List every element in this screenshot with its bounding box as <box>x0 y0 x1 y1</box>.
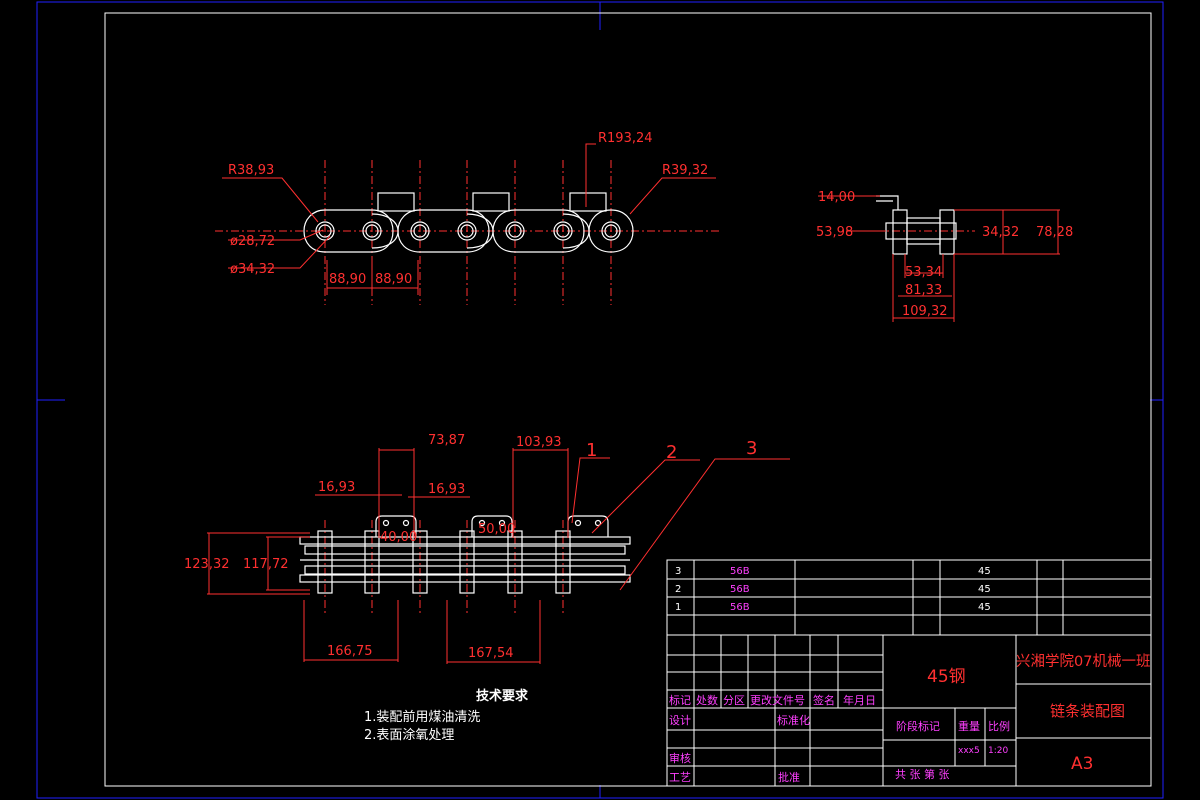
inner-frame <box>104 12 1152 787</box>
bottom-view: 73,87 103,93 16,93 16,93 40,00 50,00 123… <box>184 433 790 664</box>
sheet-size: A3 <box>1071 754 1093 774</box>
dim-r38-93: R38,93 <box>228 163 274 178</box>
label-pizhun: 批准 <box>778 770 800 784</box>
dim-14-00: 14,00 <box>818 190 855 205</box>
label-qianming: 签名 <box>813 693 835 707</box>
dim-103-93: 103,93 <box>516 435 562 450</box>
part-3-material: 45 <box>978 566 991 577</box>
dim-53-98: 53,98 <box>816 225 853 240</box>
material-cell: 45钢 <box>927 667 966 687</box>
label-zhongliang: 重量 <box>958 719 980 733</box>
tech-req-item-1: 1.装配前用煤油清洗 <box>364 710 481 725</box>
label-fenqu: 分区 <box>723 694 745 707</box>
dim-r193-24: R193,24 <box>598 131 653 146</box>
scale-value: 1:20 <box>988 746 1008 756</box>
parts-list <box>666 559 1152 636</box>
tech-req-title: 技术要求 <box>476 689 529 704</box>
part-1-material: 45 <box>978 602 991 613</box>
dim-50-00: 50,00 <box>478 522 515 537</box>
label-biaoji: 标记 <box>669 693 691 707</box>
top-view: R38,93 R193,24 R39,32 ø28,72 ø34,32 88,9… <box>215 131 720 305</box>
label-bili: 比例 <box>988 719 1010 733</box>
weight-value: xxx5 <box>958 746 980 756</box>
dim-53-34: 53,34 <box>905 265 942 280</box>
part-1-no: 1 <box>675 602 681 613</box>
part-1-code: 56B <box>730 602 750 613</box>
label-jieduan: 阶段标记 <box>896 719 940 733</box>
part-3-no: 3 <box>675 566 681 577</box>
dim-40-00: 40,00 <box>380 530 417 545</box>
dim-166-75: 166,75 <box>327 644 373 659</box>
balloon-2: 2 <box>666 442 677 463</box>
dim-73-87: 73,87 <box>428 433 465 448</box>
label-shenhe: 审核 <box>669 751 691 765</box>
dim-16-93-b: 16,93 <box>428 482 465 497</box>
label-chushu: 处数 <box>696 694 718 707</box>
dim-r39-32: R39,32 <box>662 163 708 178</box>
title-block-grid <box>666 634 1152 787</box>
dim-81-33: 81,33 <box>905 283 942 298</box>
title-block-text: 45钢 兴湘学院07机械一班 链条装配图 A3 标记 处数 分区 更改文件号 签… <box>669 653 1150 784</box>
balloon-1: 1 <box>586 440 597 461</box>
dim-pitch-1: 88,90 <box>329 272 366 287</box>
dim-16-93-a: 16,93 <box>318 480 355 495</box>
label-nianyueri: 年月日 <box>843 693 876 707</box>
parts-rows: 3 56B 45 2 56B 45 1 56B 45 <box>675 566 991 613</box>
dim-pitch-2: 88,90 <box>375 272 412 287</box>
label-gengai: 更改文件号 <box>750 693 805 707</box>
dim-167-54: 167,54 <box>468 646 514 661</box>
part-2-code: 56B <box>730 584 750 595</box>
balloon-3: 3 <box>746 438 757 459</box>
drawing-name: 链条装配图 <box>1050 702 1125 720</box>
side-view: 14,00 53,98 34,32 78,28 53,34 81,33 109,… <box>816 190 1073 322</box>
school-name: 兴湘学院07机械一班 <box>1016 653 1150 670</box>
tech-req-item-2: 2.表面涂氧处理 <box>364 728 455 743</box>
label-biaozhunhua: 标准化 <box>777 713 810 727</box>
dim-117-72: 117,72 <box>243 557 289 572</box>
part-2-material: 45 <box>978 584 991 595</box>
dim-78-28: 78,28 <box>1036 225 1073 240</box>
part-3-code: 56B <box>730 566 750 577</box>
label-sheji: 设计 <box>669 714 691 727</box>
dim-phi34-32: ø34,32 <box>230 262 275 277</box>
label-gongyi: 工艺 <box>669 771 691 784</box>
dim-34-32: 34,32 <box>982 225 1019 240</box>
part-2-no: 2 <box>675 584 681 595</box>
dim-123-32: 123,32 <box>184 557 230 572</box>
dim-phi28-72: ø28,72 <box>230 234 275 249</box>
sheet-info: 共 张 第 张 <box>895 767 950 781</box>
dim-109-32: 109,32 <box>902 304 948 319</box>
outer-frame <box>36 1 1164 799</box>
